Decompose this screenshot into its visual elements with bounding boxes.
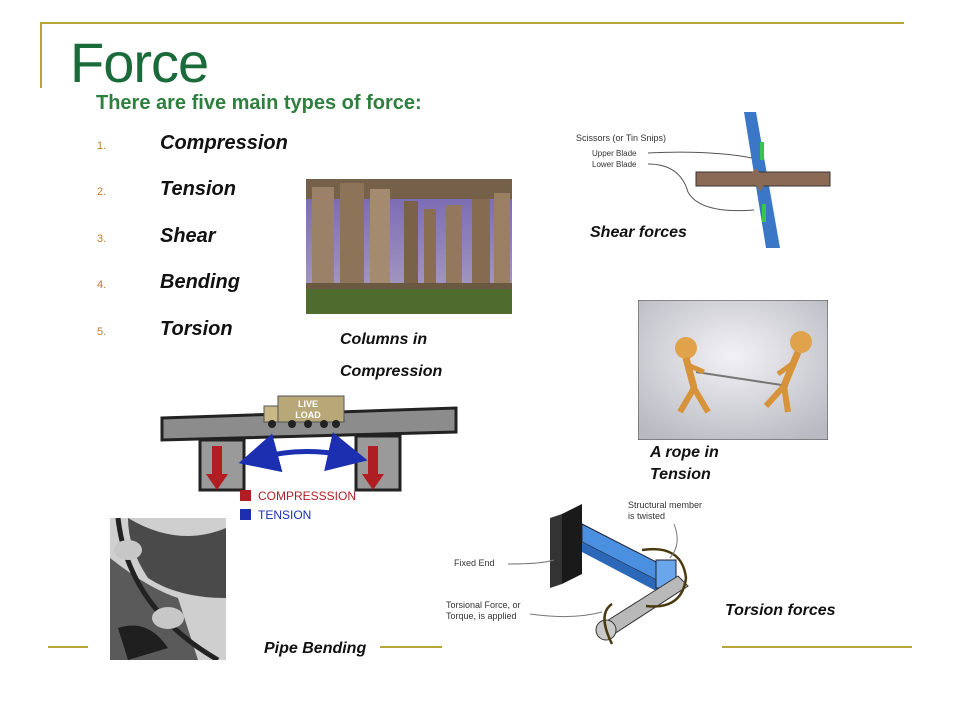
pipe-bending-photo (88, 518, 226, 660)
bottom-rule-left (48, 646, 88, 648)
caption-torsion: Torsion forces (725, 602, 836, 619)
top-rule (40, 22, 904, 24)
list-item-torsion: Torsion (160, 318, 233, 340)
bottom-rule-mid (380, 646, 442, 648)
list-item-shear: Shear (160, 225, 216, 247)
bridge-diagram: LIVE LOAD COMPRESSSION TENSION (160, 395, 458, 522)
shear-label-scissors: Scissors (or Tin Snips) (576, 133, 666, 143)
rope-tension-image (638, 300, 828, 440)
live-load-label-2: LOAD (295, 410, 321, 420)
legend-compression: COMPRESSSION (258, 489, 356, 503)
torsion-label-force-1: Torsional Force, or (446, 600, 521, 610)
list-number: 4. (97, 279, 107, 291)
caption-columns-line2: Compression (340, 363, 443, 380)
columns-photo (306, 179, 512, 314)
shear-label-lower: Lower Blade (592, 160, 637, 169)
list-number: 3. (97, 233, 107, 245)
caption-shear: Shear forces (590, 224, 687, 241)
legend-tension: TENSION (258, 508, 311, 522)
page-subtitle: There are five main types of force: (96, 92, 422, 114)
caption-pipe-bending: Pipe Bending (264, 640, 367, 657)
list-number: 2. (97, 186, 107, 198)
list-item-bending: Bending (160, 271, 240, 293)
caption-rope-line2: Tension (650, 466, 711, 483)
list-item-compression: Compression (160, 132, 288, 154)
caption-rope-line1: A rope in (650, 444, 719, 461)
torsion-label-fixed: Fixed End (454, 558, 495, 568)
page-title: Force (70, 31, 209, 94)
live-load-label-1: LIVE (298, 399, 318, 409)
shear-label-upper: Upper Blade (592, 149, 637, 158)
list-number: 5. (97, 326, 107, 338)
bottom-rule-right (722, 646, 912, 648)
list-item-tension: Tension (160, 178, 236, 200)
caption-columns-line1: Columns in (340, 331, 428, 348)
list-number: 1. (97, 140, 107, 152)
shear-diagram: Scissors (or Tin Snips) Upper Blade Lowe… (576, 112, 831, 248)
torsion-label-member-2: is twisted (628, 511, 665, 521)
torsion-label-force-2: Torque, is applied (446, 611, 517, 621)
left-rule (40, 22, 42, 88)
torsion-label-member-1: Structural member (628, 500, 702, 510)
torsion-diagram: Structural member is twisted Fixed End T… (442, 494, 722, 660)
